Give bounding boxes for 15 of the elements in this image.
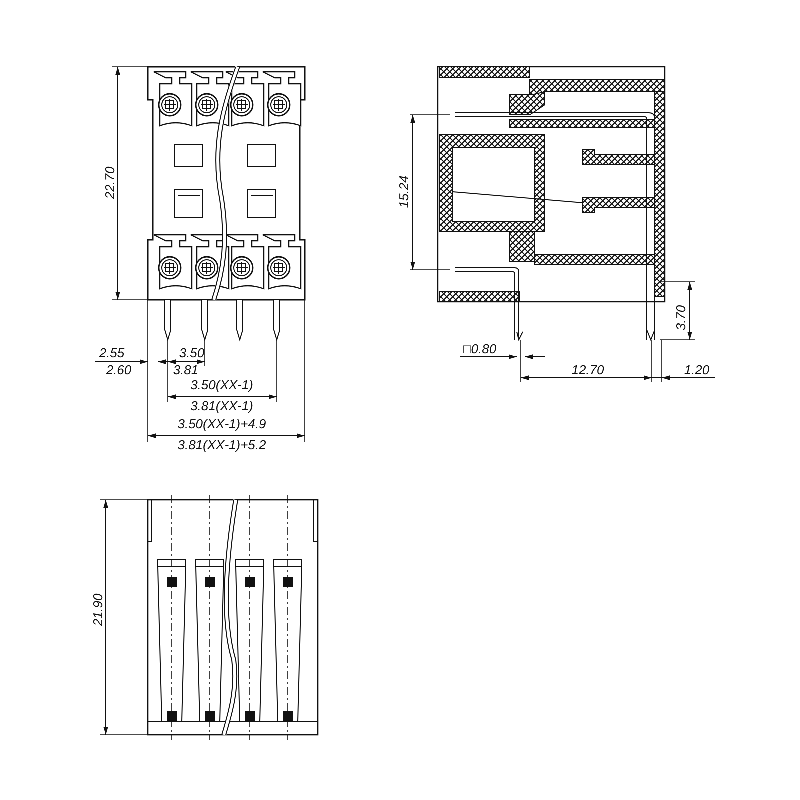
dimension-label: 3.50(XX-1) (190, 378, 254, 392)
dimension-label: 22.70 (104, 166, 116, 200)
dimension-label: 3.50(XX-1)+4.9 (178, 418, 266, 430)
dimension-label: □0.80 (463, 342, 497, 356)
dimension-label: 3.70 (674, 305, 688, 331)
dimension-label: 21.90 (92, 594, 104, 626)
dimension-label: 12.70 (572, 364, 604, 376)
dimension-label: 3.81(XX-1) (190, 400, 254, 412)
dimension-label: 3.50 (179, 346, 205, 360)
dimension-label: 3.81(XX-1)+5.2 (178, 438, 266, 452)
dimension-label: 2.55 (99, 346, 125, 360)
dimension-label: 3.81 (173, 364, 199, 376)
dimension-label: 15.24 (398, 176, 410, 208)
dimension-label: 1.20 (684, 364, 710, 376)
dimension-label: 2.60 (106, 364, 132, 376)
